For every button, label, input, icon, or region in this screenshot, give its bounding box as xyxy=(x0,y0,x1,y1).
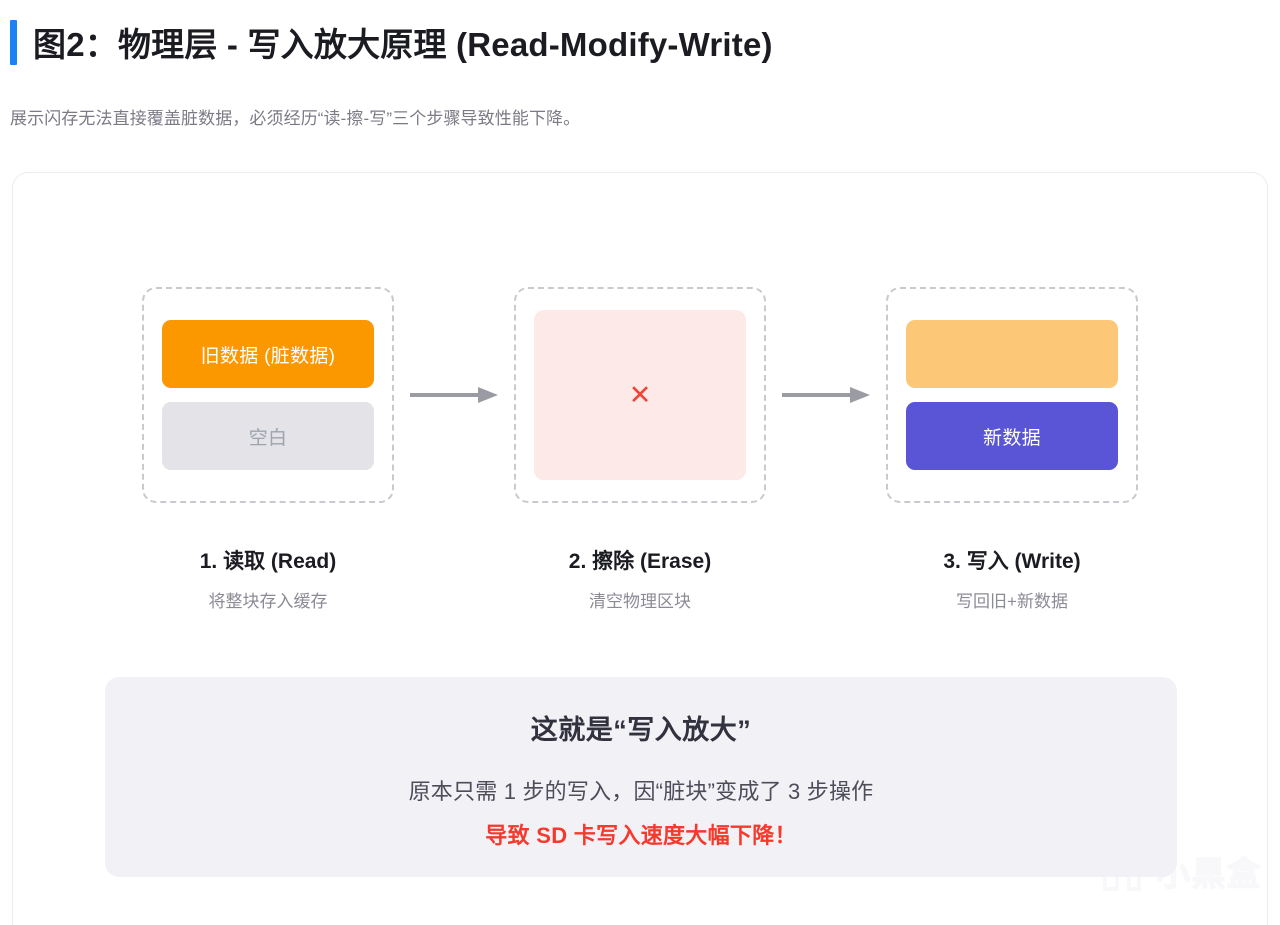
step-write-desc: 写回旧+新数据 xyxy=(956,592,1068,611)
conclusion-warning: 导致 SD 卡写入速度大幅下降！ xyxy=(485,823,797,848)
cross-icon: ✕ xyxy=(628,379,652,410)
bar-new-data: 新数据 xyxy=(906,402,1118,470)
arrow-erase-to-write xyxy=(771,287,881,503)
conclusion-line: 原本只需 1 步的写入，因“脏块”变成了 3 步操作 xyxy=(408,779,874,804)
erase-surface: ✕ xyxy=(534,310,746,480)
block-read: 旧数据 (脏数据) 空白 xyxy=(142,287,394,503)
conclusion-title: 这就是“写入放大” xyxy=(530,715,752,745)
steps-row: 旧数据 (脏数据) 空白 1. 读取 (Read) 将整块存入缓存 ✕ xyxy=(13,287,1267,612)
step-write: 新数据 3. 写入 (Write) 写回旧+新数据 xyxy=(881,287,1143,612)
bar-restored-data xyxy=(906,320,1118,388)
step-erase-title: 2. 擦除 (Erase) xyxy=(568,550,712,573)
title-accent-bar xyxy=(10,19,17,65)
step-erase: ✕ 2. 擦除 (Erase) 清空物理区块 xyxy=(509,287,771,612)
arrow-right-icon xyxy=(782,387,870,403)
step-read: 旧数据 (脏数据) 空白 1. 读取 (Read) 将整块存入缓存 xyxy=(137,287,399,612)
bar-blank: 空白 xyxy=(162,402,374,470)
conclusion-box: 这就是“写入放大” 原本只需 1 步的写入，因“脏块”变成了 3 步操作 导致 … xyxy=(105,677,1177,877)
step-read-title: 1. 读取 (Read) xyxy=(199,550,337,573)
page-subtitle: 展示闪存无法直接覆盖脏数据，必须经历“读-擦-写”三个步骤导致性能下降。 xyxy=(10,109,581,128)
bar-old-data: 旧数据 (脏数据) xyxy=(162,320,374,388)
step-read-desc: 将整块存入缓存 xyxy=(208,592,328,611)
title-row: 图2：物理层 - 写入放大原理 (Read-Modify-Write) xyxy=(0,18,1280,66)
page-title: 图2：物理层 - 写入放大原理 (Read-Modify-Write) xyxy=(33,26,773,63)
block-erase: ✕ xyxy=(514,287,766,503)
diagram-card: 旧数据 (脏数据) 空白 1. 读取 (Read) 将整块存入缓存 ✕ xyxy=(12,172,1268,925)
page-header: 图2：物理层 - 写入放大原理 (Read-Modify-Write) 展示闪存… xyxy=(0,0,1280,129)
arrow-right-icon xyxy=(410,387,498,403)
block-write: 新数据 xyxy=(886,287,1138,503)
arrow-read-to-erase xyxy=(399,287,509,503)
step-erase-desc: 清空物理区块 xyxy=(589,592,691,611)
step-write-title: 3. 写入 (Write) xyxy=(943,550,1081,573)
